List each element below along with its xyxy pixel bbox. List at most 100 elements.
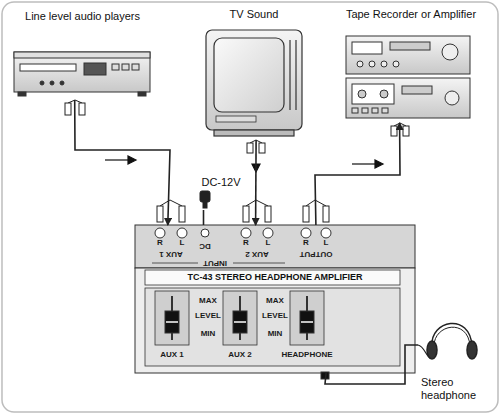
cd-player — [14, 52, 150, 58]
recorder-node: Tape Recorder or Amplifier — [332, 6, 490, 123]
amplifier-housing — [234, 321, 246, 323]
scale-label: MAX — [199, 297, 217, 305]
headphones — [467, 341, 477, 359]
amplifier-housing — [321, 228, 331, 238]
amplifier-stack — [352, 42, 382, 54]
cd-player — [132, 64, 139, 70]
amplifier-housing — [165, 311, 314, 333]
amplifier-housing — [300, 311, 314, 333]
rca-plugs — [79, 103, 85, 115]
amplifier-housing — [155, 228, 331, 238]
rca-plugs — [247, 143, 253, 153]
amplifier-housing — [166, 321, 313, 323]
audio-cable — [255, 140, 257, 225]
amplifier-housing — [290, 291, 324, 345]
cd-player — [122, 64, 129, 70]
tv-set — [206, 30, 302, 136]
cd-player — [138, 92, 146, 96]
amplifier-stack — [346, 36, 470, 74]
amplifier-stack — [352, 108, 358, 113]
amplifier-housing — [301, 321, 313, 323]
amplifier-housing — [263, 228, 273, 238]
headphones — [418, 345, 430, 358]
rca-plugs — [259, 143, 265, 153]
amplifier-stack — [372, 108, 378, 113]
amplifier-stack — [445, 91, 459, 105]
amplifier-housing — [233, 311, 247, 333]
amplifier-housing — [155, 291, 324, 345]
scale-label: LEVEL — [195, 312, 221, 320]
headphones — [432, 323, 472, 346]
flow-arrows — [128, 156, 136, 164]
cd-player — [20, 64, 76, 71]
fader-label: AUX 1 — [160, 351, 184, 359]
jack-label: AUX 1 — [159, 250, 183, 258]
amplifier-housing — [152, 263, 198, 264]
cd-player — [14, 52, 150, 96]
tv-node: TV Sound — [195, 6, 313, 140]
tv-set — [214, 38, 284, 112]
jack-label: L — [324, 239, 329, 247]
dc-adapter — [203, 202, 207, 208]
rca-plugs — [65, 103, 71, 115]
amplifier-stack — [382, 108, 388, 113]
amplifier-stack — [352, 84, 394, 104]
fader-label: AUX 2 — [228, 351, 252, 359]
rca-plugs — [243, 206, 249, 222]
rca-plugs — [157, 206, 163, 222]
fader-label: HEADPHONE — [281, 351, 332, 359]
node-label: Stereo headphone — [418, 376, 496, 402]
amplifier-stack — [380, 90, 388, 98]
headphones — [418, 323, 477, 359]
tv-set — [214, 130, 294, 136]
flow-arrows — [375, 160, 383, 168]
amplifier-stack — [357, 61, 363, 67]
amplifier-housing — [135, 225, 415, 379]
amplifier-stack — [393, 61, 399, 67]
amplifier-housing — [155, 291, 189, 345]
amplifier-stack — [346, 36, 470, 118]
amplifier-housing — [301, 228, 311, 238]
player-node: Line level audio players — [7, 8, 158, 100]
scale-label: LEVEL — [262, 312, 288, 320]
flow-arrows — [105, 159, 130, 160]
adapter-node: DC-12V — [187, 174, 255, 210]
tv-set — [216, 116, 256, 122]
scale-label: MIN — [268, 330, 283, 338]
amplifier-stack — [346, 78, 470, 118]
tv-set — [289, 40, 290, 110]
amplifier-housing — [201, 229, 209, 237]
cd-player — [14, 52, 150, 92]
rca-plugs — [403, 126, 409, 136]
amplifier-stack — [442, 44, 458, 60]
amplifier-stack — [358, 90, 366, 98]
amplifier-housing — [165, 311, 179, 333]
cd-player — [18, 92, 26, 96]
cd-player — [84, 63, 106, 75]
amplifier-housing — [166, 321, 178, 323]
amplifier-stack — [381, 61, 387, 67]
jack-label: L — [180, 239, 185, 247]
rca-plugs — [391, 126, 397, 136]
audio-cable — [315, 123, 400, 225]
rca-plugs — [265, 206, 271, 222]
jack-label: OUTPUT — [300, 250, 333, 258]
amplifier-housing — [177, 228, 187, 238]
jack-label: R — [157, 239, 163, 247]
amplifier-housing — [233, 263, 285, 264]
node-label: TC-43 STEREO HEADPHONE AMPLIFIER — [132, 272, 418, 283]
flow-arrows — [352, 163, 377, 164]
rca-plugs — [65, 100, 409, 222]
amplifier-housing — [155, 228, 165, 238]
audio-cable — [75, 100, 170, 225]
amplifier-housing — [223, 291, 257, 345]
dc-adapter — [200, 191, 210, 208]
amplifier-housing — [135, 225, 415, 268]
node-label: DC-12V — [187, 176, 255, 189]
jack-label: R — [243, 239, 249, 247]
scale-label: MAX — [266, 297, 284, 305]
jack-label: L — [266, 239, 271, 247]
dc-adapter — [200, 191, 210, 202]
tv-set — [206, 30, 302, 130]
